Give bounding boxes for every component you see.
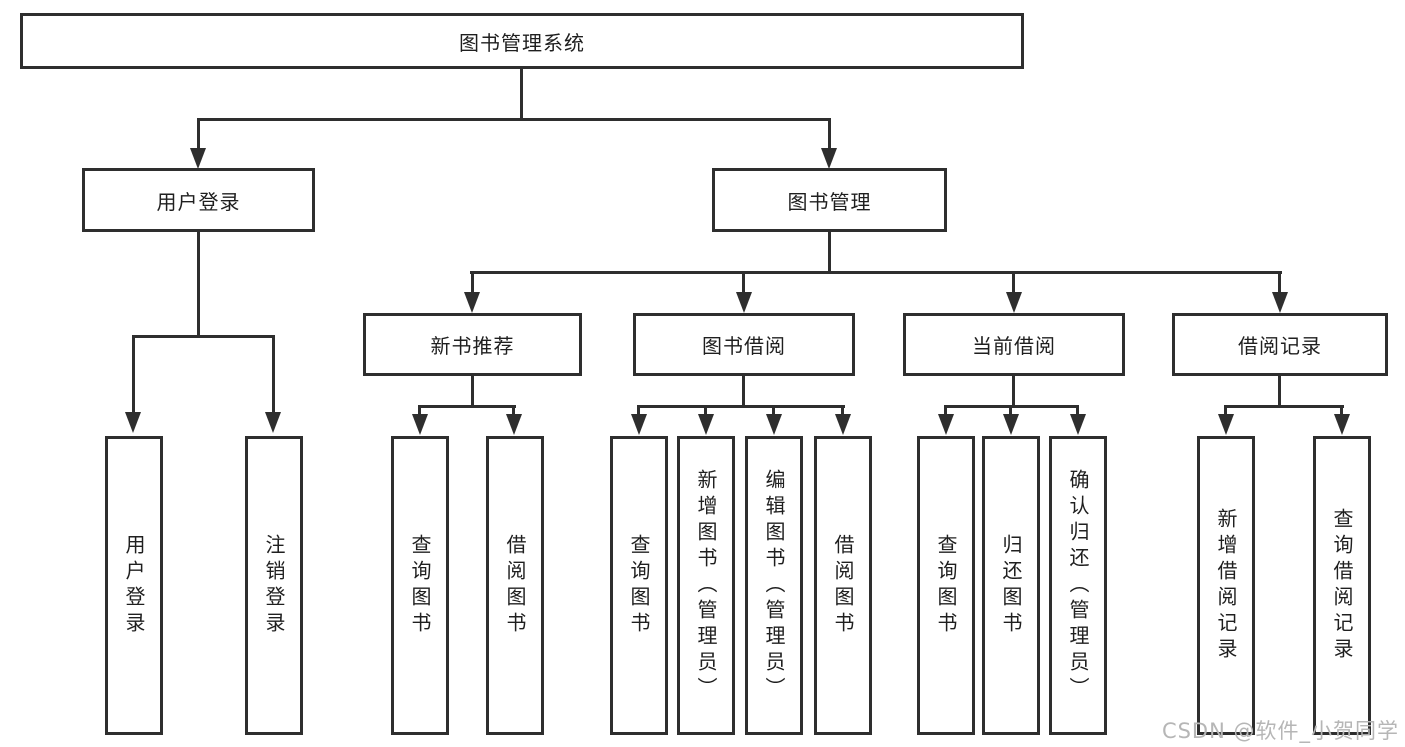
arrow-down-icon bbox=[1070, 414, 1086, 435]
connector-stem bbox=[704, 407, 707, 417]
connector-stem bbox=[471, 273, 474, 295]
arrow-down-icon bbox=[265, 412, 281, 433]
leaf-query-books-3: 查询图书 bbox=[917, 436, 975, 735]
connector-stem bbox=[418, 407, 421, 417]
connector-stem bbox=[272, 337, 275, 414]
leaf-query-books-2: 查询图书 bbox=[610, 436, 668, 735]
watermark-text: CSDN @软件_小贺同学 bbox=[1161, 719, 1399, 743]
connector-stub bbox=[1012, 375, 1015, 407]
node-book-borrowing: 图书借阅 bbox=[633, 313, 855, 376]
arrow-down-icon bbox=[412, 414, 428, 435]
arrow-down-icon bbox=[821, 148, 837, 169]
connector-stem bbox=[637, 407, 640, 417]
arrow-down-icon bbox=[1218, 414, 1234, 435]
leaf-query-borrow-record: 查询借阅记录 bbox=[1313, 436, 1371, 735]
arrow-down-icon bbox=[125, 412, 141, 433]
connector-stem bbox=[1009, 407, 1012, 417]
connector-root-stub bbox=[520, 69, 523, 120]
node-new-book-recommendation: 新书推荐 bbox=[363, 313, 582, 376]
connector-stem bbox=[742, 273, 745, 295]
connector-stem bbox=[512, 407, 515, 417]
leaf-logout: 注销登录 bbox=[245, 436, 303, 735]
leaf-add-book-admin: 新增图书（管理员） bbox=[677, 436, 735, 735]
leaf-query-books-1: 查询图书 bbox=[391, 436, 449, 735]
arrow-down-icon bbox=[835, 414, 851, 435]
arrow-down-icon bbox=[190, 148, 206, 169]
leaf-return-books: 归还图书 bbox=[982, 436, 1040, 735]
leaf-confirm-return-admin: 确认归还（管理员） bbox=[1049, 436, 1107, 735]
arrow-down-icon bbox=[1334, 414, 1350, 435]
connector-bar bbox=[1224, 405, 1344, 408]
connector-stem bbox=[1340, 407, 1343, 417]
connector-level2-bar bbox=[197, 118, 831, 121]
connector-stem bbox=[132, 337, 135, 414]
leaf-borrow-books-2: 借阅图书 bbox=[814, 436, 872, 735]
connector-stub bbox=[471, 375, 474, 407]
connector-stem bbox=[1076, 407, 1079, 417]
connector-level3-bar bbox=[470, 271, 1282, 274]
arrow-down-icon bbox=[698, 414, 714, 435]
connector-stem bbox=[1012, 273, 1015, 295]
connector-stem bbox=[1224, 407, 1227, 417]
arrow-down-icon bbox=[736, 292, 752, 313]
connector-stem bbox=[772, 407, 775, 417]
connector-bar bbox=[418, 405, 516, 408]
connector-stem bbox=[1278, 273, 1281, 295]
leaf-borrow-books-1: 借阅图书 bbox=[486, 436, 544, 735]
arrow-down-icon bbox=[506, 414, 522, 435]
connector-stem bbox=[944, 407, 947, 417]
leaf-user-login: 用户登录 bbox=[105, 436, 163, 735]
connector-bar bbox=[637, 405, 845, 408]
leaf-edit-book-admin: 编辑图书（管理员） bbox=[745, 436, 803, 735]
connector-stem bbox=[197, 120, 200, 150]
node-library-system: 图书管理系统 bbox=[20, 13, 1024, 69]
arrow-down-icon bbox=[938, 414, 954, 435]
arrow-down-icon bbox=[1272, 292, 1288, 313]
connector-bar bbox=[944, 405, 1079, 408]
connector-bar bbox=[132, 335, 275, 338]
connector-stub bbox=[1278, 375, 1281, 407]
node-book-management: 图书管理 bbox=[712, 168, 947, 232]
connector-stub bbox=[742, 375, 745, 407]
connector-stem bbox=[841, 407, 844, 417]
node-user-login: 用户登录 bbox=[82, 168, 315, 232]
arrow-down-icon bbox=[631, 414, 647, 435]
connector-stem bbox=[828, 120, 831, 150]
arrow-down-icon bbox=[464, 292, 480, 313]
leaf-add-borrow-record: 新增借阅记录 bbox=[1197, 436, 1255, 735]
arrow-down-icon bbox=[1006, 292, 1022, 313]
connector-stub bbox=[828, 231, 831, 274]
node-borrowing-records: 借阅记录 bbox=[1172, 313, 1388, 376]
node-current-borrowing: 当前借阅 bbox=[903, 313, 1125, 376]
arrow-down-icon bbox=[1003, 414, 1019, 435]
arrow-down-icon bbox=[766, 414, 782, 435]
connector-stub bbox=[197, 231, 200, 337]
